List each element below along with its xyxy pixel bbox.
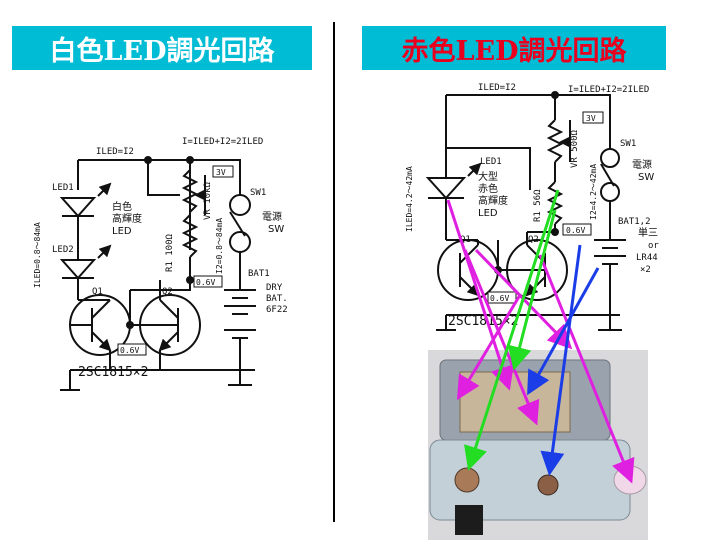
left-led-desc-0: 白色 xyxy=(112,200,132,213)
left-sw1: SW1 xyxy=(250,188,266,198)
left-i2-side: I2=0.8～84mA xyxy=(215,218,224,274)
right-r1: R1 56Ω xyxy=(533,189,543,222)
right-q2: Q2 xyxy=(528,235,539,245)
right-iled-side: ILED=4.2～42mA xyxy=(405,166,414,232)
left-title: 白色LED調光回路 xyxy=(12,26,312,70)
right-bat-desc-3: ×2 xyxy=(640,265,651,275)
right-led-desc-1: 赤色 xyxy=(478,182,498,195)
right-bat-desc-0: 単三 xyxy=(638,226,658,239)
left-part: 2SC1815×2 xyxy=(78,365,148,380)
left-led-desc-2: LED xyxy=(112,226,132,237)
right-q1: Q1 xyxy=(460,235,471,245)
right-bat-desc-1: or xyxy=(648,241,659,251)
left-bat1: BAT1 xyxy=(248,269,270,279)
right-bat-desc-2: LR44 xyxy=(636,253,658,263)
left-q2: Q2 xyxy=(162,287,173,297)
right-led-desc-0: 大型 xyxy=(478,170,498,183)
left-led1: LED1 xyxy=(52,183,74,193)
panel-divider xyxy=(333,22,335,522)
right-v06a: 0.6V xyxy=(566,226,585,235)
right-bat: BAT1,2 xyxy=(618,217,651,227)
left-circuit xyxy=(59,156,256,391)
right-sw-desc-0: 電源 xyxy=(632,158,652,171)
left-v06b: 0.6V xyxy=(120,346,139,355)
left-led2: LED2 xyxy=(52,245,74,255)
right-sw1: SW1 xyxy=(620,139,636,149)
left-r1: R1 100Ω xyxy=(165,233,175,272)
left-labels: ILED=I2 I=ILED+I2=2ILED LED1 LED2 白色 高輝度… xyxy=(33,137,288,380)
right-i2-side: I2=4.2～42mA xyxy=(589,164,598,220)
left-bat-desc-0: DRY xyxy=(266,283,283,293)
left-led-desc-1: 高輝度 xyxy=(112,212,142,225)
left-iled-side: ILED=0.8～84mA xyxy=(33,222,42,288)
left-bat-desc-1: BAT. xyxy=(266,294,288,304)
right-led-desc-2: 高輝度 xyxy=(478,194,508,207)
right-title: 赤色LED調光回路 xyxy=(362,26,666,70)
right-labels: ILED=I2 I=ILED+I2=2ILED LED1 大型 赤色 高輝度 L… xyxy=(405,83,659,329)
right-vr: VR 500Ω xyxy=(570,129,580,168)
right-i-top: I=ILED+I2=2ILED xyxy=(568,85,649,95)
left-sw-desc-1: SW xyxy=(268,224,284,235)
left-bat-desc-2: 6F22 xyxy=(266,305,288,315)
right-iled-top: ILED=I2 xyxy=(478,83,516,93)
left-3v: 3V xyxy=(216,168,226,177)
left-vr: VR 10kΩ xyxy=(203,181,213,220)
left-i-top: I=ILED+I2=2ILED xyxy=(182,137,263,147)
photo-arrows xyxy=(446,189,635,484)
right-3v: 3V xyxy=(586,114,596,123)
right-led-desc-3: LED xyxy=(478,208,498,219)
left-sw-desc-0: 電源 xyxy=(262,210,282,223)
right-v06b: 0.6V xyxy=(490,294,509,303)
right-led1: LED1 xyxy=(480,157,502,167)
left-v06a: 0.6V xyxy=(196,278,215,287)
left-iled-top: ILED=I2 xyxy=(96,147,134,157)
left-q1: Q1 xyxy=(92,287,103,297)
right-sw-desc-1: SW xyxy=(638,172,654,183)
